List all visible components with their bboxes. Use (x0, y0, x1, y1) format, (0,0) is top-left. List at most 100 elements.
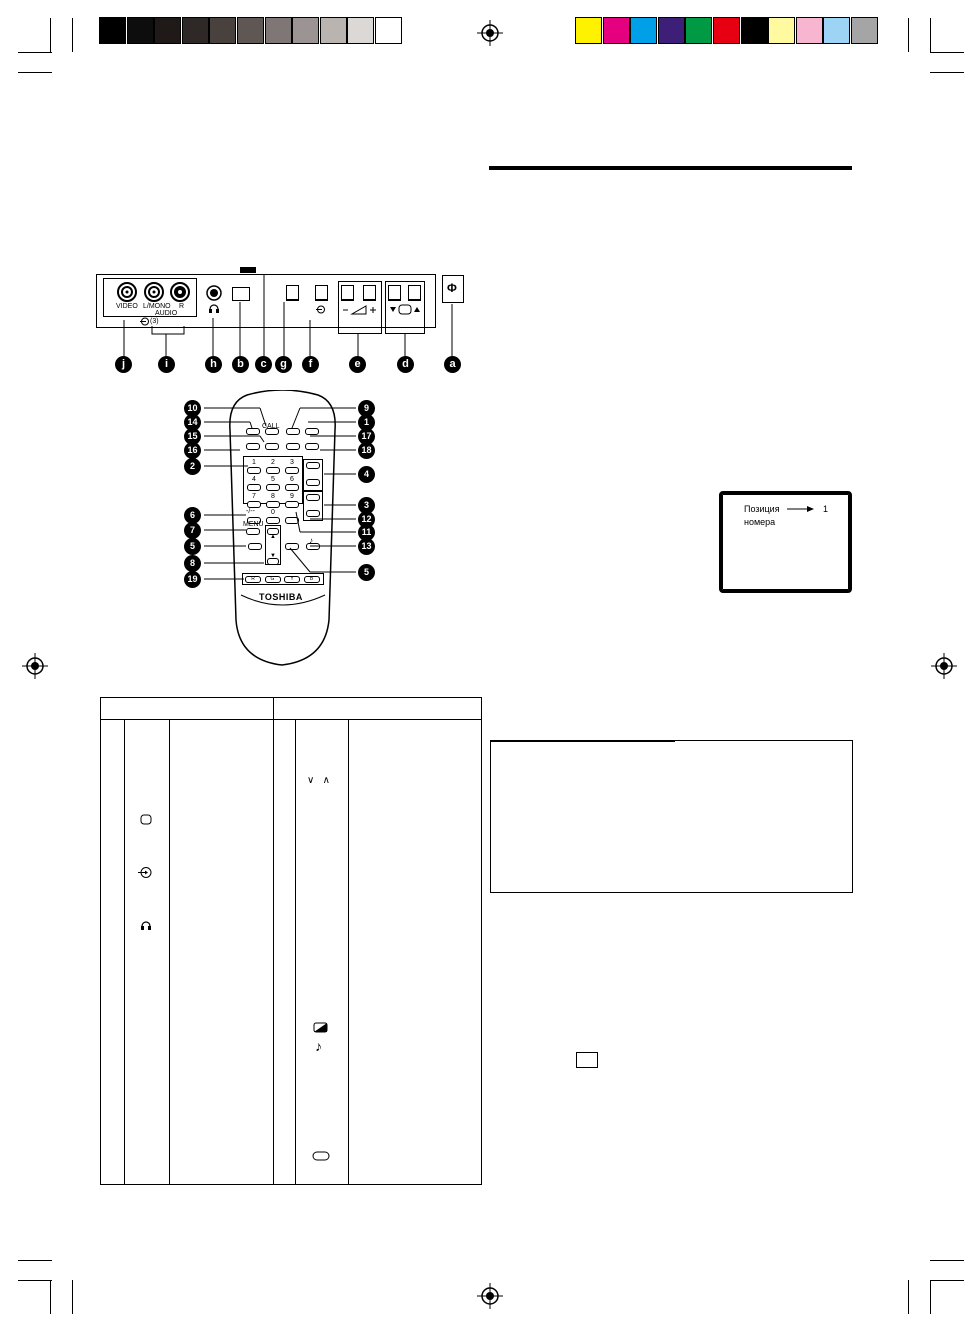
volume-up-button[interactable] (363, 285, 376, 301)
remote-program-up-button[interactable] (306, 494, 320, 501)
remote-callout-17: 17 (358, 428, 375, 445)
volume-down-button[interactable] (341, 285, 354, 301)
remote-program-down-button[interactable] (306, 510, 320, 517)
remote-callout-10: 10 (184, 400, 201, 417)
remote-number-button-7[interactable] (247, 501, 261, 508)
remote-callout-11: 11 (358, 524, 375, 541)
remote-callout-5: 5 (184, 538, 201, 555)
picture-mode-icon (313, 1022, 328, 1033)
remote-number-label: 3 (290, 459, 294, 466)
remote-top-button[interactable] (305, 428, 319, 435)
gray-swatch (347, 17, 375, 44)
remote-callout-7: 7 (184, 522, 201, 539)
remote-number-button-1[interactable] (247, 467, 261, 474)
remote-leader-lines (204, 407, 356, 580)
remote-callout-9: 9 (358, 400, 375, 417)
remote-top-button[interactable] (265, 428, 279, 435)
remote-callout-16: 16 (184, 442, 201, 459)
remote-number-button-6[interactable] (285, 484, 299, 491)
osd-line-1: Позиция (744, 504, 780, 514)
remote-number-label: 4 (252, 476, 256, 483)
input-select-button[interactable] (315, 285, 328, 301)
power-button[interactable] (442, 275, 464, 303)
remote-dpad-up[interactable] (267, 528, 279, 535)
remote-top-button[interactable] (286, 428, 300, 435)
remote-volume-up-button[interactable] (306, 462, 320, 469)
osd-arrow-icon (787, 506, 814, 512)
table-col-rule (169, 719, 170, 1185)
remote-down-label: ▼ (270, 553, 276, 559)
remote-number-label: 0 (271, 509, 275, 516)
remote-color-button-Y[interactable]: Y (284, 576, 300, 583)
remote-brand-logo: TOSHIBA (259, 592, 303, 602)
program-up-button[interactable] (408, 285, 421, 301)
sound-mode-icon: ♪ (315, 1038, 322, 1054)
remote-dash-label: -/-- (246, 508, 255, 515)
av-input-icon (138, 867, 152, 878)
color-swatch (795, 17, 823, 44)
remote-function-button[interactable] (286, 443, 300, 450)
remote-dpad-left[interactable] (248, 543, 262, 550)
power-symbol: Φ (447, 281, 457, 295)
program-icon (390, 304, 420, 315)
callout-c: c (255, 356, 272, 373)
gray-swatch (375, 17, 402, 44)
section-heading-rule (489, 166, 852, 170)
headphone-jack-icon (206, 285, 222, 301)
gray-swatch (126, 17, 154, 44)
remote-extra-button[interactable] (285, 517, 299, 524)
osd-value: 1 (823, 504, 829, 514)
video-jack-icon (117, 282, 137, 302)
remote-color-button-B[interactable]: B (303, 576, 320, 583)
crop-mark (50, 1280, 51, 1314)
osd-screen-frame (719, 491, 852, 593)
gray-swatch (99, 17, 126, 44)
remote-number-button-8[interactable] (266, 501, 280, 508)
oval-button-icon (312, 1151, 330, 1161)
callout-f: f (302, 356, 319, 373)
remote-callout-5: 5 (358, 564, 375, 581)
callout-b: b (232, 356, 249, 373)
remote-body (229, 390, 336, 666)
remote-color-button-R[interactable]: R (245, 576, 261, 583)
callout-a: a (444, 356, 461, 373)
volume-button-group (338, 281, 382, 334)
remote-callout-1: 1 (358, 414, 375, 431)
color-swatch (768, 17, 796, 44)
remote-number-button-2[interactable] (266, 467, 280, 474)
remote-top-button[interactable] (246, 428, 260, 435)
remote-menu-button[interactable] (246, 528, 260, 535)
gray-swatch (209, 17, 237, 44)
program-screen-icon (140, 814, 152, 825)
crop-mark (930, 1260, 964, 1261)
remote-number-button-5[interactable] (266, 484, 280, 491)
table-outline (100, 697, 482, 1185)
color-swatch (657, 17, 685, 44)
remote-menu-label: MENU (243, 521, 264, 528)
av-input-icon (316, 305, 325, 314)
crop-mark (18, 72, 52, 73)
remote-note-label: ♪ (309, 536, 313, 545)
gray-swatch (292, 17, 320, 44)
remote-number-button-0[interactable] (266, 517, 280, 524)
remote-function-button[interactable] (305, 443, 319, 450)
remote-dpad-right[interactable] (285, 543, 299, 550)
registration-mark-icon (477, 1283, 503, 1309)
gray-swatch (154, 17, 182, 44)
remote-function-button[interactable] (246, 443, 260, 450)
panel-leader-lines (123, 274, 453, 356)
remote-number-button-9[interactable] (285, 501, 299, 508)
av-input-number: (3) (150, 318, 159, 325)
remote-volume-down-button[interactable] (306, 479, 320, 486)
color-swatch (602, 17, 630, 44)
remote-dash-button[interactable] (247, 517, 261, 524)
remote-function-button[interactable] (265, 443, 279, 450)
osd-line-2: номера (744, 517, 776, 527)
remote-number-button-3[interactable] (285, 467, 299, 474)
remote-color-button-G[interactable]: G (264, 576, 281, 583)
panel-button-g[interactable] (286, 285, 299, 301)
remote-number-label: 9 (290, 493, 294, 500)
remote-dpad-down[interactable] (267, 558, 279, 565)
program-down-button[interactable] (388, 285, 401, 301)
remote-number-button-4[interactable] (247, 484, 261, 491)
